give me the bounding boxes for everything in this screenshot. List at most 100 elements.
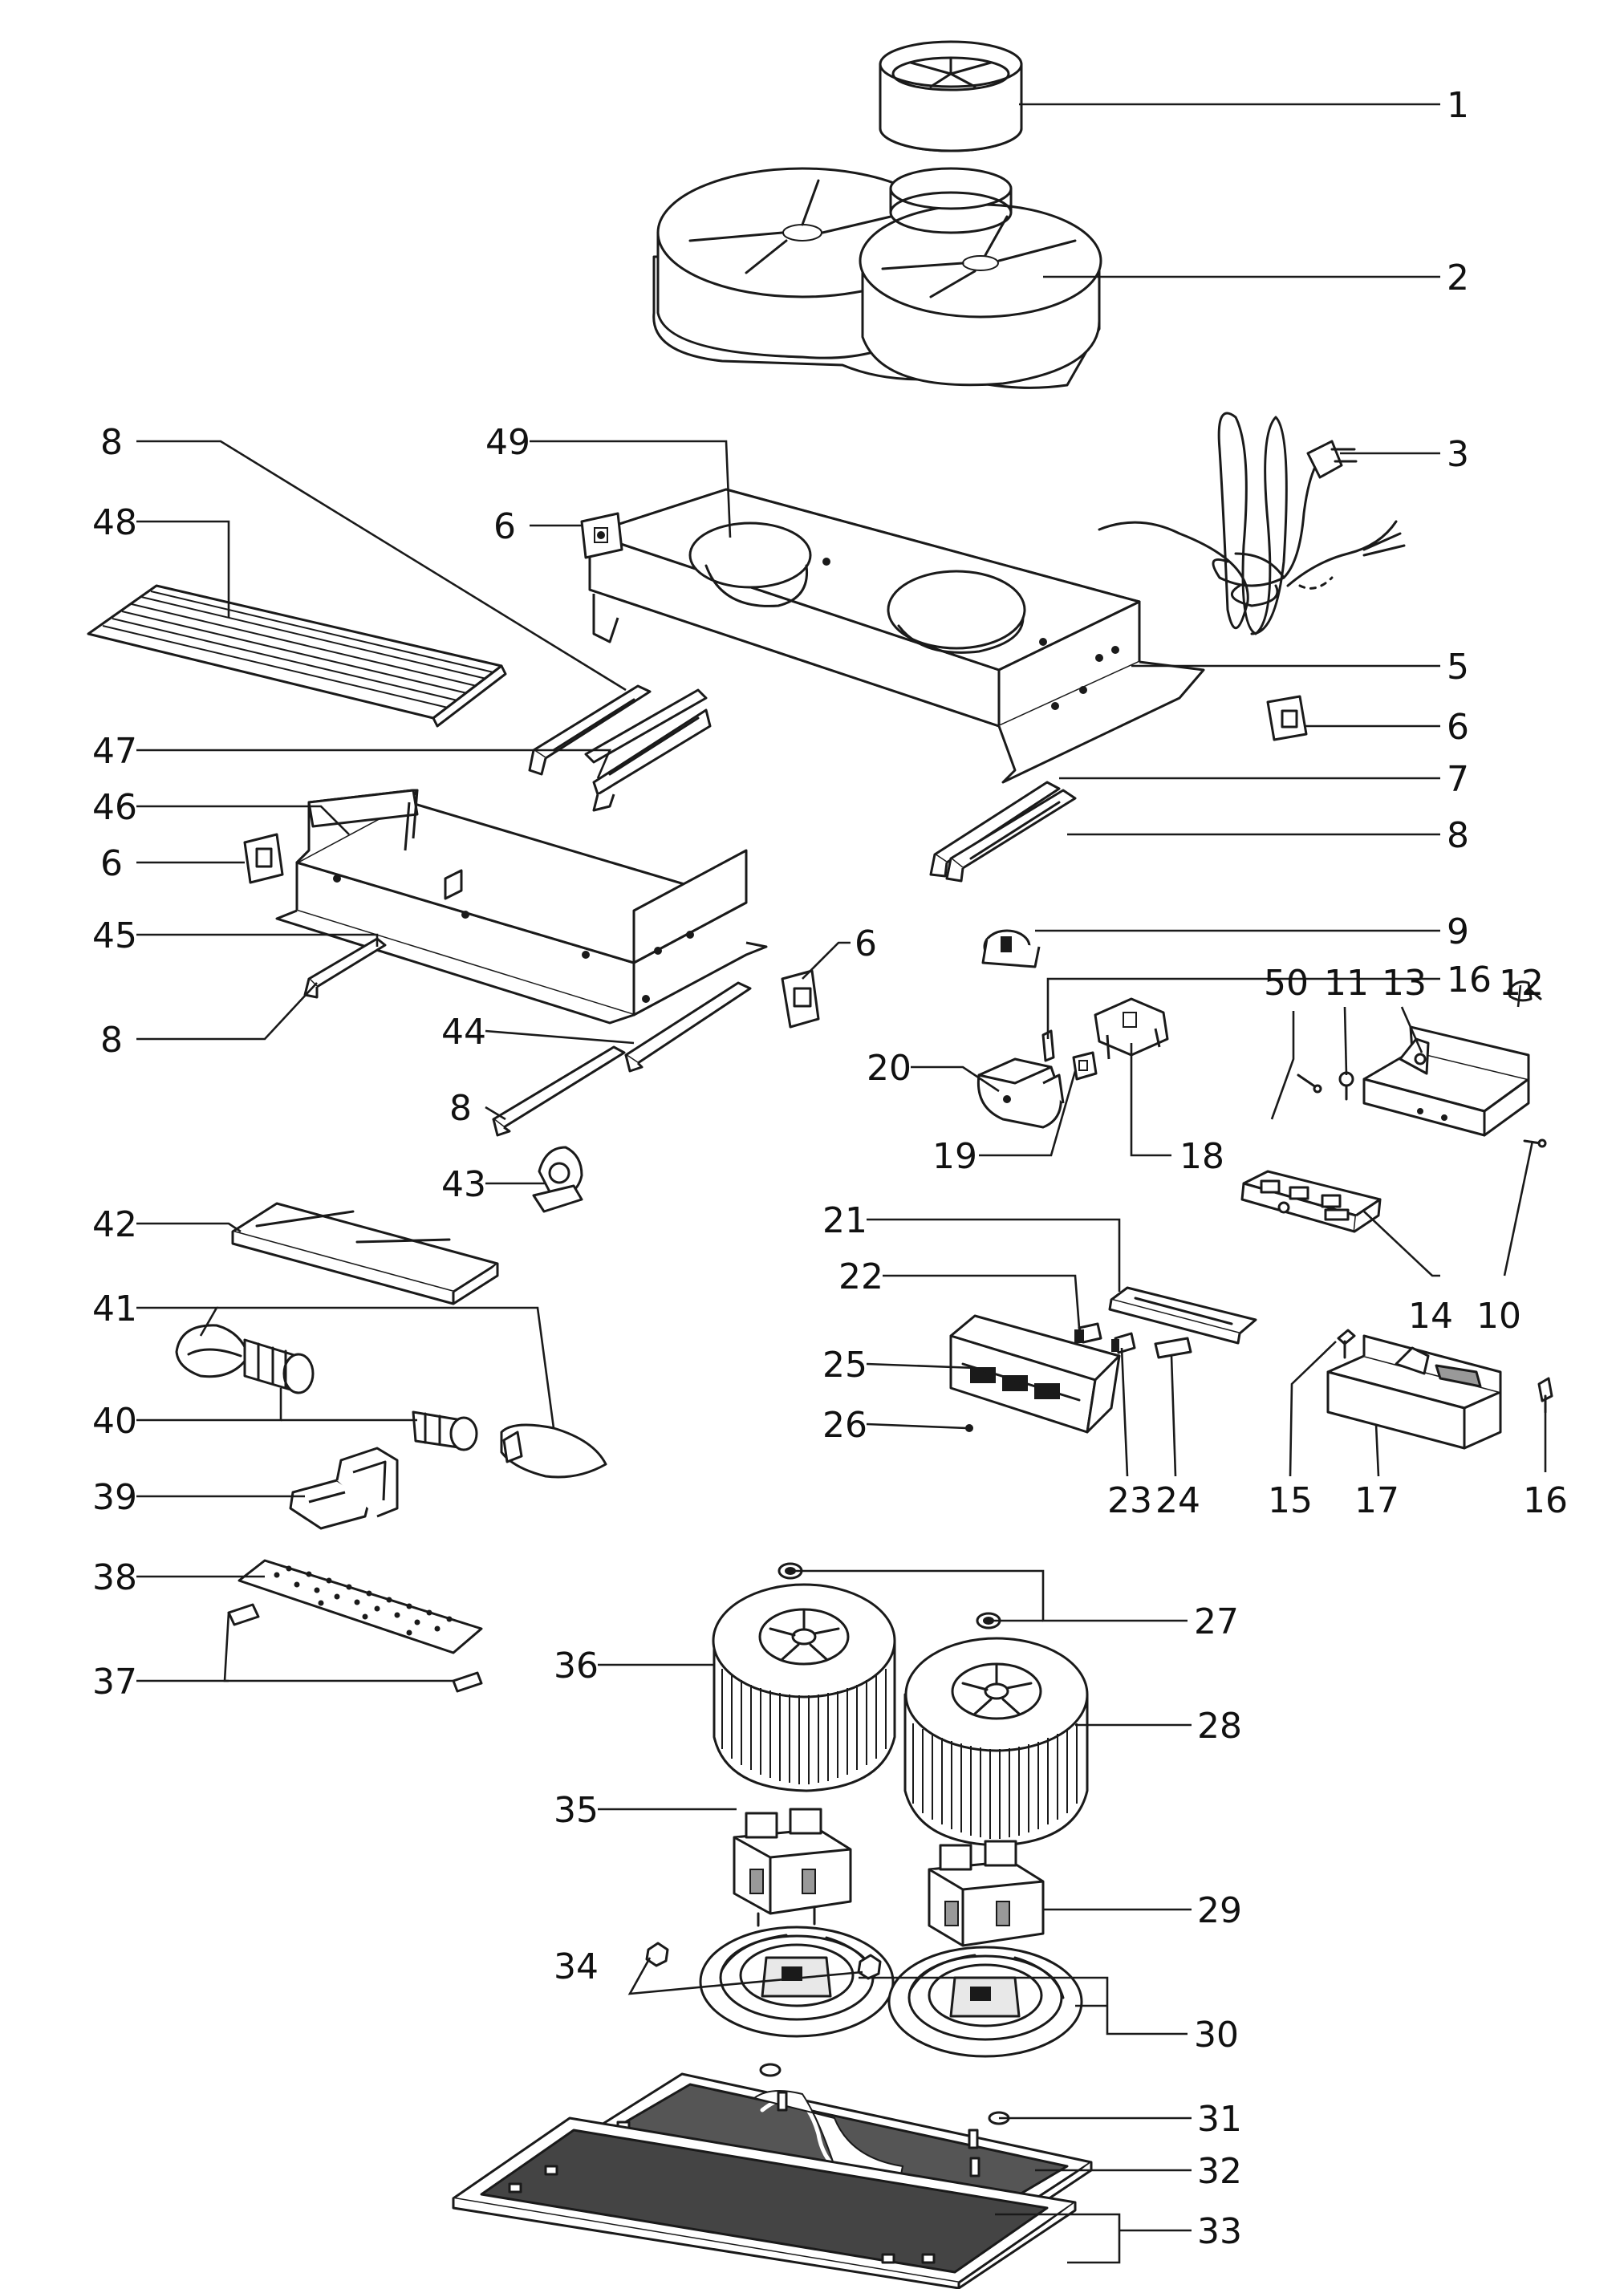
part-19-block: [1072, 1051, 1098, 1081]
callout-8-right: 8: [1447, 815, 1469, 856]
leader-20: [911, 1065, 1000, 1093]
part-47-rail: [584, 688, 712, 812]
callout-46: 46: [92, 787, 137, 828]
part-13-control-housing: [1362, 1025, 1530, 1137]
part-11-screw: [1338, 1071, 1354, 1101]
leader-46: [136, 805, 350, 835]
leader-22: [883, 1274, 1081, 1329]
leader-44: [485, 1029, 635, 1045]
callout-5: 5: [1447, 647, 1469, 688]
leader-lines: [136, 103, 1547, 2264]
part-1-duct-connector: [879, 40, 1023, 152]
part-12-clip: [1507, 980, 1542, 1002]
part-36-fan-wheel-left: [712, 1583, 896, 1792]
part-6-clip-top: [580, 512, 623, 559]
leader-11: [1343, 1006, 1348, 1076]
callout-45: 45: [92, 915, 137, 956]
callout-34: 34: [554, 1946, 599, 1987]
part-39-lamp-bracket: [289, 1447, 399, 1530]
leader-8-top: [136, 440, 627, 692]
leader-26: [866, 1423, 968, 1430]
callout-47: 47: [92, 731, 137, 772]
part-5-main-chassis: [588, 488, 1205, 784]
callout-10: 10: [1476, 1296, 1521, 1337]
callout-8-top: 8: [100, 422, 123, 463]
leader-47: [136, 749, 611, 779]
part-35-motor-left: [733, 1808, 852, 1927]
leader-25: [866, 1362, 976, 1370]
leader-48: [136, 520, 230, 618]
callout-37: 37: [92, 1662, 137, 1703]
leader-8-left: [136, 982, 318, 1041]
callout-labels: 1 2 3 5 6 6 6 6 7 8 8 8 8 9 10 11 12 13 …: [92, 85, 1568, 2252]
part-41-bulb-left: [175, 1324, 250, 1378]
leader-41b: [217, 1306, 555, 1429]
leader-21: [867, 1218, 1121, 1292]
leader-15: [1289, 1341, 1337, 1477]
leader-17: [1374, 1423, 1380, 1477]
leader-14: [1363, 1211, 1440, 1277]
part-40-lamp-holder-right: [412, 1410, 478, 1451]
leader-18: [1130, 1043, 1171, 1157]
callout-14: 14: [1408, 1296, 1453, 1337]
callout-50: 50: [1264, 963, 1309, 1004]
leader-12: [1516, 984, 1522, 1008]
callout-22: 22: [838, 1256, 883, 1297]
leader-16-upper: [1046, 977, 1440, 1039]
callout-28: 28: [1197, 1706, 1242, 1747]
callout-48: 48: [92, 502, 137, 543]
callout-6-center: 6: [855, 923, 877, 964]
callout-15: 15: [1268, 1480, 1313, 1521]
part-25-control-panel: [949, 1314, 1121, 1434]
callout-30: 30: [1194, 2015, 1239, 2056]
callout-12: 12: [1499, 963, 1544, 1004]
part-8-rail-right: [945, 789, 1077, 883]
part-16-terminal-lower: [1537, 1377, 1553, 1414]
part-44-rail: [624, 981, 752, 1073]
leader-50: [1270, 1011, 1295, 1120]
part-34-nut-left: [645, 1942, 669, 1967]
part-15-screw: [1337, 1329, 1356, 1359]
part-21-switch-strip: [1108, 1286, 1257, 1345]
part-40-lamp-holder-left: [243, 1338, 315, 1394]
part-37-clip-a: [227, 1603, 260, 1626]
callout-29: 29: [1197, 1890, 1242, 1931]
callout-18: 18: [1179, 1136, 1224, 1177]
callout-1: 1: [1447, 85, 1469, 126]
callout-23: 23: [1107, 1480, 1152, 1521]
leader-45: [136, 933, 379, 947]
part-26-screw: [965, 1424, 973, 1432]
leader-13: [1400, 1006, 1423, 1053]
part-10-screw: [1523, 1138, 1547, 1148]
part-22-button: [1074, 1322, 1102, 1344]
leader-42: [136, 1222, 242, 1233]
callout-6-top: 6: [493, 506, 516, 547]
callout-8-center: 8: [449, 1088, 472, 1129]
callout-21: 21: [822, 1200, 867, 1241]
callout-35: 35: [554, 1790, 599, 1831]
callout-25: 25: [822, 1345, 867, 1386]
part-38-filter-sheet: [238, 1559, 483, 1654]
part-42-trough: [231, 1202, 499, 1305]
callout-43: 43: [441, 1164, 486, 1205]
callout-11: 11: [1324, 963, 1369, 1004]
leader-40: [136, 1388, 282, 1422]
part-30-fan-base-left: [699, 1926, 895, 2038]
callout-16-lower: 16: [1523, 1480, 1568, 1521]
callout-7: 7: [1447, 759, 1469, 800]
part-6-clip-left: [243, 833, 284, 884]
part-17-terminal-box: [1326, 1334, 1502, 1450]
callout-9: 9: [1447, 911, 1469, 952]
leader-49: [530, 440, 732, 538]
callout-3: 3: [1447, 434, 1469, 475]
callout-24: 24: [1155, 1480, 1200, 1521]
leader-34: [627, 1957, 863, 1995]
part-8-rail-center: [492, 1045, 626, 1137]
part-48-grille-plate: [87, 584, 507, 728]
leader-27: [790, 1569, 1188, 1622]
callout-39: 39: [92, 1477, 137, 1518]
part-50-screw: [1297, 1073, 1322, 1094]
part-14-circuit-board: [1240, 1170, 1382, 1233]
